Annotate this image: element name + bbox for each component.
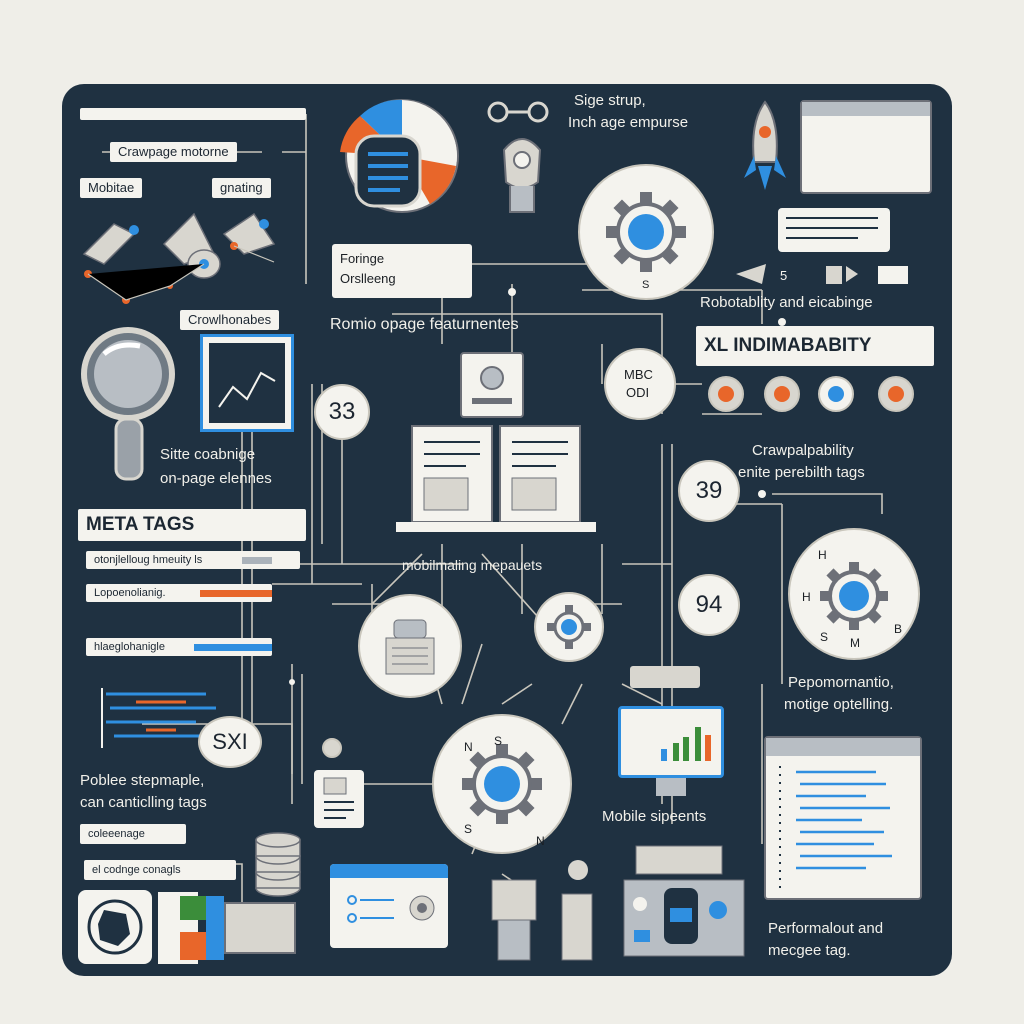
robot-network-icon <box>74 204 294 314</box>
xl-indimabability-banner: XL INDIMABABITY <box>696 326 934 366</box>
label-site-setup-1: Sige strup, <box>574 92 646 110</box>
toggle-button-2[interactable] <box>764 376 800 412</box>
label-site-coach-2: on-page elennes <box>160 470 272 488</box>
label-remote-features: Romio opage featurnentes <box>330 316 519 334</box>
label-coding: el codnge conagls <box>84 860 236 880</box>
metric-39: 39 <box>678 460 740 522</box>
label-perf-2: motige optelling. <box>784 696 893 714</box>
machine-icon <box>620 844 750 960</box>
code-lines-icon <box>766 758 920 898</box>
label-focus-1: Foringe <box>340 250 384 268</box>
meta-row-3-bar <box>194 644 272 651</box>
gear-right-letter-m: M <box>850 634 860 652</box>
gear-circle-top: S <box>578 164 714 300</box>
line-chart-icon <box>203 337 291 429</box>
image-card <box>460 352 524 418</box>
gear-circle-bottom: N S N S <box>432 714 572 854</box>
open-book-icon <box>396 422 596 542</box>
label-perf-1: Pepomornantio, <box>788 674 894 692</box>
browser-window <box>800 100 932 194</box>
label-crawl-top: Crawpage motorne <box>110 142 237 162</box>
magnifier-icon <box>68 324 188 494</box>
label-poblee-1: Poblee stepmaple, <box>80 772 204 790</box>
settings-list-icon <box>330 878 448 948</box>
small-dot <box>322 738 342 758</box>
meta-row-1-bar <box>242 557 272 564</box>
infographic-board: Crawpage motorne Mobitae gnating Crowlho… <box>62 84 952 976</box>
label-mobile-sipeents: Mobile sipeents <box>602 808 706 826</box>
meta-row-2-bar <box>200 590 272 597</box>
svg-text:5: 5 <box>780 268 787 283</box>
label-robotability: Robotablity and eicabinge <box>700 294 873 312</box>
small-gear-icon <box>536 594 602 660</box>
gear-bottom-letter-n: N <box>464 738 473 756</box>
settings-card <box>330 864 448 948</box>
metric-94: 94 <box>678 574 740 636</box>
gear-right-letter-s: S <box>820 628 828 646</box>
gear-right-letter-b: B <box>894 620 902 638</box>
gear-bottom-letter-n2: N <box>536 832 545 850</box>
gear-bottom-letter-s: S <box>494 732 502 750</box>
puzzle-tile <box>78 890 152 964</box>
plug-icon <box>630 666 700 688</box>
metric-33: 33 <box>314 384 370 440</box>
pie-chart-icon <box>320 96 480 226</box>
chart-panel <box>200 334 294 432</box>
toggle-button-1[interactable] <box>708 376 744 412</box>
gear-circle-small <box>534 592 604 662</box>
label-poblee-2: can canticlling tags <box>80 794 207 812</box>
sxi-badge: SXI <box>198 716 262 768</box>
monitor <box>618 706 724 778</box>
server-circle <box>358 594 462 698</box>
doc-panel-mid-right <box>778 208 890 252</box>
meta-tags-heading: META TAGS <box>78 509 306 541</box>
label-crawp-1: Crawpalpability <box>752 442 854 460</box>
top-bar <box>80 108 306 120</box>
gear-letter-s: S <box>642 276 649 294</box>
gear-bottom-letter-s2: S <box>464 820 472 838</box>
label-perf-bottom-1: Performalout and <box>768 920 883 938</box>
color-blocks <box>158 892 298 964</box>
label-focus-2: Orslleeng <box>340 270 396 288</box>
mini-doc-icon <box>314 770 364 828</box>
label-perf-bottom-2: mecgee tag. <box>768 942 851 960</box>
mbc-text-1: MBC <box>624 366 653 384</box>
server-icon <box>360 596 460 696</box>
label-mobile: Mobitae <box>80 178 142 198</box>
code-window <box>764 736 922 900</box>
bar-chart-icon <box>621 709 721 775</box>
text-lines-icon <box>778 208 890 252</box>
gear-right-letter-h2: H <box>802 588 811 606</box>
badges-icon: 5 <box>732 260 922 290</box>
mini-doc <box>314 770 364 828</box>
toggle-row <box>702 372 918 416</box>
monitor-stand <box>656 778 686 796</box>
label-site-coach-1: Sitte coabnige <box>160 446 255 464</box>
gear-circle-right: H H S M B <box>788 528 920 660</box>
mbc-circle: MBC ODI <box>604 348 676 420</box>
label-crawp-2: enite perebilth tags <box>738 464 865 482</box>
mbc-text-2: ODI <box>626 384 649 402</box>
puzzle-icon <box>78 890 152 964</box>
toggle-button-4[interactable] <box>878 376 914 412</box>
label-site-setup-2: Inch age empurse <box>568 114 688 132</box>
gear-right-letter-h: H <box>818 546 827 564</box>
label-crawl-handles: Crowlhonabes <box>180 310 279 330</box>
label-mobile-layout: mobilmaling mepauets <box>402 556 542 574</box>
label-grating: gnating <box>212 178 271 198</box>
robot-head-icon <box>482 90 562 220</box>
label-coleeenage: coleeenage <box>80 824 186 844</box>
toggle-button-3[interactable] <box>818 376 854 412</box>
rocket-icon <box>742 98 788 194</box>
